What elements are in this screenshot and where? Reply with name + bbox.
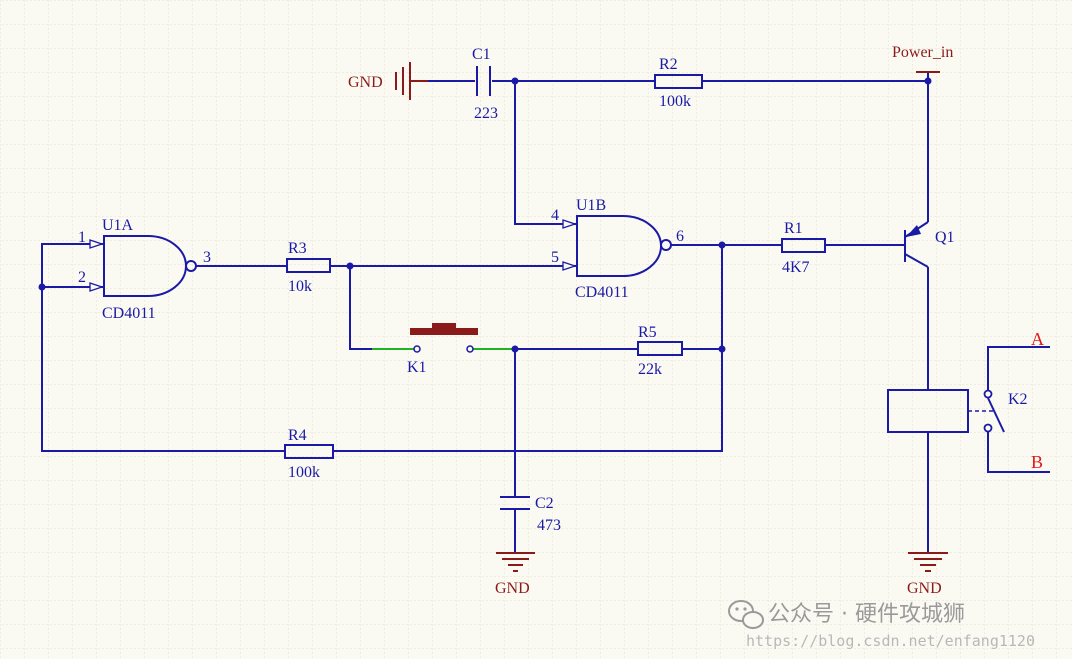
- resistor-r5: [637, 341, 683, 356]
- gnd-symbol-q1: [908, 552, 948, 572]
- c2-value: 473: [537, 517, 561, 534]
- capacitor-c1: [476, 66, 491, 96]
- gnd-symbol-left: [395, 62, 428, 100]
- output-b-label: B: [1031, 452, 1043, 472]
- power-in-label: Power_in: [892, 44, 953, 61]
- u1b-ref: U1B: [576, 197, 606, 214]
- r2-ref: R2: [659, 56, 678, 73]
- r5-ref: R5: [638, 324, 657, 341]
- u1b-pin-4: 4: [551, 207, 559, 224]
- u1a-ref: U1A: [102, 217, 134, 234]
- u1b-pin-5: 5: [551, 249, 559, 266]
- capacitor-c2: [500, 496, 530, 510]
- u1b-part: CD4011: [575, 284, 629, 301]
- r3-value: 10k: [288, 278, 312, 295]
- nand-gate-u1b: [562, 215, 685, 277]
- gnd-symbol-c2: [496, 552, 535, 572]
- k1-ref: K1: [407, 359, 427, 376]
- gnd-label-q1: GND: [907, 580, 942, 597]
- u1a-part: CD4011: [102, 305, 156, 322]
- relay-contact-k2: [968, 389, 1005, 433]
- k2-ref: K2: [1008, 391, 1028, 408]
- wechat-icon: [728, 600, 764, 629]
- c1-ref: C1: [472, 46, 491, 63]
- transistor-q1: [904, 221, 929, 268]
- push-switch-k1: [410, 323, 478, 353]
- u1a-pin-1: 1: [78, 229, 86, 246]
- gnd-label-left: GND: [348, 74, 383, 91]
- r5-value: 22k: [638, 361, 662, 378]
- r1-ref: R1: [784, 220, 803, 237]
- resistor-r1: [781, 238, 826, 253]
- u1b-pin-6: 6: [676, 228, 684, 245]
- c1-value: 223: [474, 105, 498, 122]
- gnd-label-c2: GND: [495, 580, 530, 597]
- watermark-url: https://blog.csdn.net/enfang1120: [746, 632, 1035, 650]
- r2-value: 100k: [659, 93, 691, 110]
- r3-ref: R3: [288, 240, 307, 257]
- output-a-label: A: [1031, 329, 1044, 349]
- nand-gate-u1a: [89, 235, 210, 297]
- r4-ref: R4: [288, 427, 307, 444]
- junctions: [38, 77, 932, 353]
- resistor-r4: [284, 444, 334, 459]
- u1a-pin-2: 2: [78, 269, 86, 286]
- c2-ref: C2: [535, 495, 554, 512]
- resistor-r3: [286, 258, 331, 273]
- u1a-pin-3: 3: [203, 249, 211, 266]
- resistor-r2: [654, 74, 703, 89]
- q1-ref: Q1: [935, 229, 955, 246]
- r4-value: 100k: [288, 464, 320, 481]
- r1-value: 4K7: [782, 259, 810, 276]
- watermark-channel: 公众号 · 硬件攻城狮: [768, 602, 965, 627]
